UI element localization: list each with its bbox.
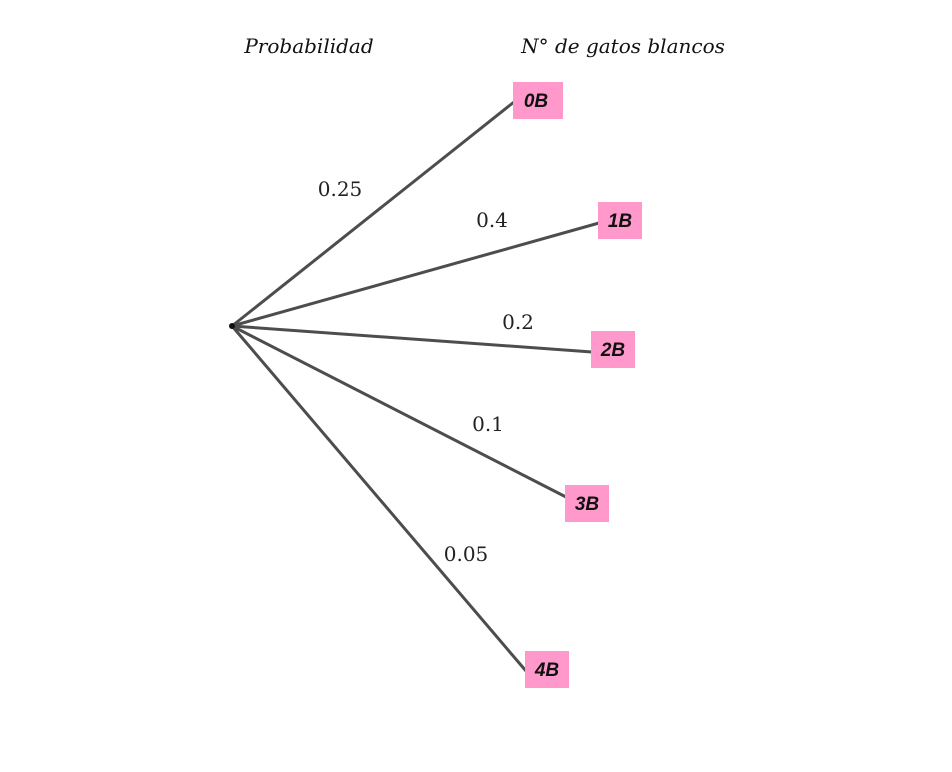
branch-probability-3b: 0.1 — [472, 412, 504, 436]
outcome-node-4b: 4B — [525, 651, 569, 688]
branch-line-0b — [230, 100, 516, 328]
probability-column-header: Probabilidad — [243, 34, 373, 58]
outcome-node-box — [591, 331, 635, 368]
outcome-column-header: N° de gatos blancos — [520, 34, 725, 58]
branch-probability-0b: 0.25 — [318, 177, 363, 201]
outcome-node-label: 0B — [524, 91, 549, 112]
outcome-node-label: 3B — [575, 494, 600, 515]
outcome-node-box — [598, 202, 642, 239]
branch-probability-1b: 0.4 — [476, 208, 508, 232]
outcome-node-box — [513, 82, 563, 119]
outcome-node-0b: 0B — [513, 82, 563, 119]
outcome-node-box — [565, 485, 609, 522]
root-node — [229, 323, 235, 329]
branch-probability-4b: 0.05 — [444, 542, 489, 566]
branch-line-1b — [230, 221, 601, 328]
outcome-node-1b: 1B — [598, 202, 642, 239]
branch-line-2b — [230, 324, 594, 354]
outcome-node-label: 1B — [608, 211, 633, 232]
outcome-node-box — [525, 651, 569, 688]
outcome-node-label: 4B — [534, 660, 560, 681]
branch-line-4b — [230, 324, 528, 673]
branch-probability-2b: 0.2 — [502, 310, 534, 334]
outcome-node-2b: 2B — [591, 331, 635, 368]
outcome-node-3b: 3B — [565, 485, 609, 522]
branch-line-3b — [230, 324, 568, 499]
outcome-node-label: 2B — [600, 340, 626, 361]
